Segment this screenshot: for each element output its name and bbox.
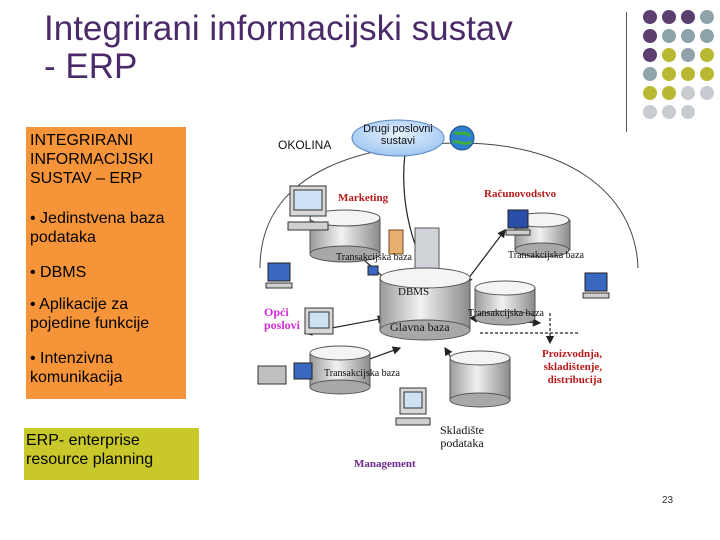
- computer-icon-proizvodnja: [582, 272, 610, 299]
- slide-title: Integrirani informacijski sustav - ERP: [44, 10, 624, 86]
- computer-icon-dbms: [367, 265, 379, 276]
- decorative-dot: [662, 48, 676, 62]
- erp-diagram: OKOLINA Drugi poslovni sustavi Marketing…: [250, 118, 640, 474]
- diagram-graphics: [257, 119, 639, 426]
- label-transakcijska-baza-2: Transakcijska baza: [508, 250, 584, 261]
- proizvodnja-line-2: skladištenje,: [543, 361, 602, 373]
- page-number: 23: [662, 495, 674, 506]
- decorative-dot: [662, 105, 676, 119]
- other-systems-cloud: [351, 119, 445, 157]
- skladiste-line-1: Skladište: [440, 423, 484, 437]
- skladiste-line-2: podataka: [440, 436, 484, 450]
- label-transakcijska-baza-4: Transakcijska baza: [324, 368, 400, 379]
- computer-icon-racunovodstvo: [505, 209, 531, 236]
- central-server-icon: [414, 227, 440, 273]
- decorative-dot: [700, 10, 714, 24]
- bullet-komunikacija: • Intenzivna komunikacija: [30, 350, 123, 386]
- decorative-dot: [643, 48, 657, 62]
- decorative-dot: [643, 105, 657, 119]
- decorative-dot: [700, 48, 714, 62]
- label-okolina: OKOLINA: [278, 138, 332, 152]
- decorative-dot: [700, 86, 714, 100]
- drugi-line-1: Drugi poslovni: [363, 123, 433, 135]
- erp-definition-box: ERP- enterprise resource planning: [24, 428, 199, 480]
- summary-heading: INTEGRIRANI INFORMACIJSKI SUSTAV – ERP: [30, 132, 154, 187]
- opci-line-1: Opći: [264, 305, 289, 319]
- decorative-dot: [643, 67, 657, 81]
- label-drugi-poslovni-sustavi: Drugi poslovni sustavi: [362, 123, 434, 147]
- summary-box: INTEGRIRANI INFORMACIJSKI SUSTAV – ERP •…: [26, 127, 186, 399]
- bullet-dbms: • DBMS: [30, 264, 87, 281]
- label-skladiste-podataka: Skladište podataka: [440, 424, 484, 450]
- transaction-db-opci: [309, 345, 371, 395]
- computer-icon-skladiste: [395, 387, 431, 426]
- decorative-dot: [643, 10, 657, 24]
- decorative-dot: [700, 29, 714, 43]
- decorative-dot: [681, 67, 695, 81]
- central-database-icon: [379, 267, 471, 341]
- label-proizvodnja: Proizvodnja, skladištenje, distribucija: [542, 348, 602, 387]
- erp-definition-text: ERP- enterprise resource planning: [26, 432, 154, 468]
- link-racunovodstvo: [464, 229, 506, 284]
- drugi-line-2: sustavi: [380, 135, 416, 147]
- phone-icon: [257, 362, 313, 385]
- decorative-dot: [681, 86, 695, 100]
- decorative-dot: [662, 86, 676, 100]
- title-line-2: - ERP: [44, 47, 138, 86]
- opci-line-2: poslovi: [264, 318, 301, 332]
- decorative-dot: [662, 10, 676, 24]
- label-racunovodstvo: Računovodstvo: [484, 188, 557, 200]
- decorative-dot: [643, 29, 657, 43]
- proizvodnja-line-3: distribucija: [547, 374, 602, 386]
- decorative-dot: [681, 10, 695, 24]
- label-glavna-baza: Glavna baza: [390, 320, 450, 334]
- title-line-1: Integrirani informacijski sustav: [44, 9, 513, 48]
- label-transakcijska-baza-1: Transakcijska baza: [336, 252, 412, 263]
- decorative-dot: [681, 48, 695, 62]
- label-marketing: Marketing: [338, 192, 389, 204]
- decorative-dot: [681, 105, 695, 119]
- label-transakcijska-baza-3: Transakcijska baza: [468, 308, 544, 319]
- bullet-jedinstvena-baza: • Jedinstvena baza podataka: [30, 210, 165, 246]
- transaction-db-proizvodnja: [474, 280, 536, 326]
- computer-icon-marketing: [287, 185, 329, 231]
- label-management: Management: [354, 458, 416, 470]
- decorative-dot: [662, 29, 676, 43]
- globe-icon: [449, 125, 475, 151]
- computer-icon-left: [265, 262, 293, 289]
- decorative-dot: [662, 67, 676, 81]
- data-warehouse-db: [449, 350, 511, 408]
- decorative-dot: [643, 86, 657, 100]
- proizvodnja-line-1: Proizvodnja,: [542, 348, 602, 360]
- title-divider: [626, 12, 627, 132]
- decorative-dot: [700, 67, 714, 81]
- computer-icon-opci: [304, 307, 334, 335]
- label-opci-poslovi: Opći poslovi: [264, 306, 300, 332]
- label-dbms: DBMS: [398, 286, 430, 298]
- decorative-dot-grid: [643, 10, 714, 119]
- decorative-dot: [681, 29, 695, 43]
- bullet-aplikacije: • Aplikacije za pojedine funkcije: [30, 296, 150, 332]
